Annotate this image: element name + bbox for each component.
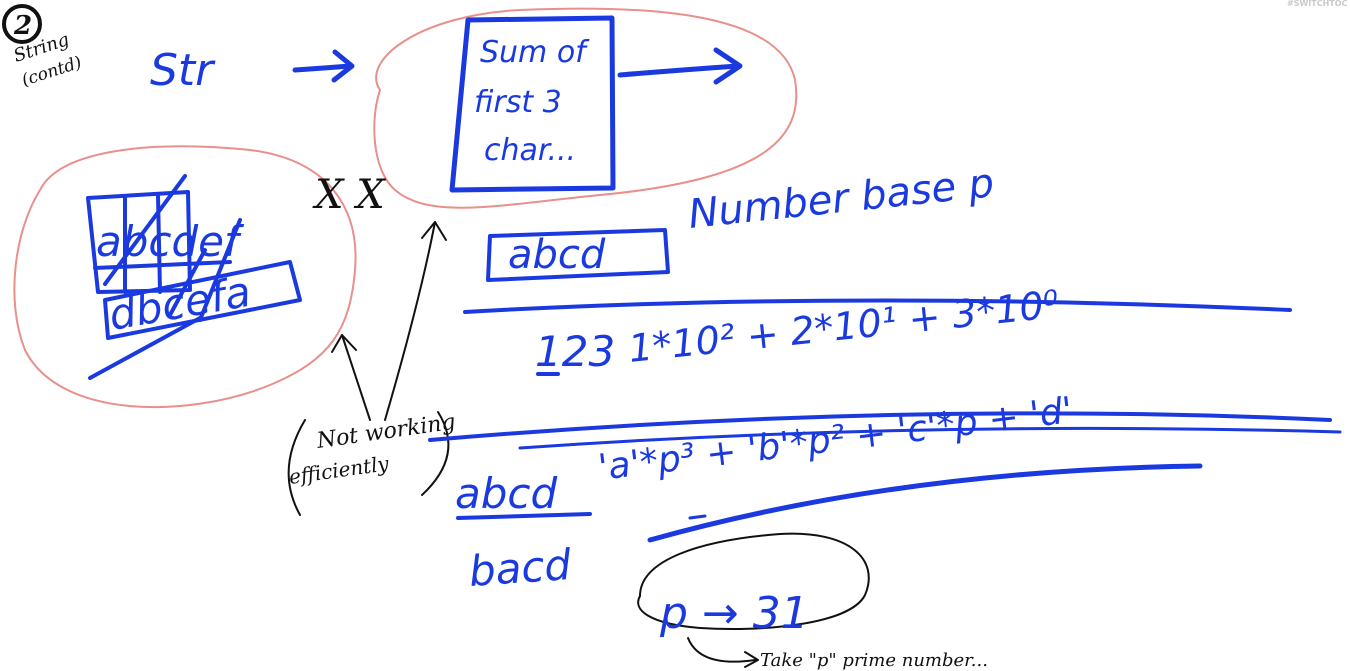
arrow-head-from-box (713, 47, 743, 85)
highlight-loop-top (373, 7, 798, 209)
annotation-line-2: efficiently (287, 451, 391, 489)
arrow-to-box (292, 63, 353, 73)
hash-lhs-underline (456, 512, 592, 520)
box-line-2: first 3 (474, 85, 562, 120)
str-label: Str (150, 45, 216, 96)
abcd-boxed: abcd (508, 232, 606, 278)
hash-lhs: abcd (455, 469, 557, 518)
annotation-paren-left (287, 419, 306, 516)
hash-alt: bacd (467, 540, 573, 596)
watermark-text: #SWITCHTOC (1287, 0, 1348, 8)
highlight-loop-left (13, 145, 357, 409)
decimal-rhs: 1*10² + 2*10¹ + 3*10⁰ (626, 282, 1061, 371)
prime-note-pointer-head (744, 651, 759, 668)
arrow-head-to-box (331, 49, 355, 83)
abcd-box (486, 228, 670, 282)
underline-1 (463, 298, 1292, 314)
pointer-to-top-loop (384, 221, 436, 421)
underline-2b (518, 426, 1342, 450)
string-row-1: abcdef (96, 217, 245, 266)
pointer-head-left (331, 334, 357, 353)
prime-note: Take "p" prime number... (760, 650, 988, 671)
section-number: 2 (13, 11, 32, 41)
pointer-to-left-loop (341, 334, 371, 421)
pointer-head-top (421, 221, 447, 241)
box-line-1: Sum of (480, 35, 590, 70)
prime-statement: p → 31 (659, 588, 809, 639)
prime-note-pointer (687, 637, 756, 663)
underline-2 (428, 411, 1332, 442)
arrow-from-box (617, 63, 741, 78)
section-marker: 2 (2, 4, 42, 44)
box-line-3: char... (484, 133, 576, 168)
x-marks: X X (312, 172, 386, 218)
hash-function-box (449, 15, 616, 193)
number-base-heading: Number base p (686, 160, 996, 238)
decimal-lhs: 123 (535, 327, 615, 376)
string-grid (86, 174, 302, 380)
reorder-tick (688, 514, 707, 520)
prime-loop (637, 532, 870, 631)
reorder-stroke (647, 463, 1203, 543)
annotation-paren-right (421, 411, 450, 496)
